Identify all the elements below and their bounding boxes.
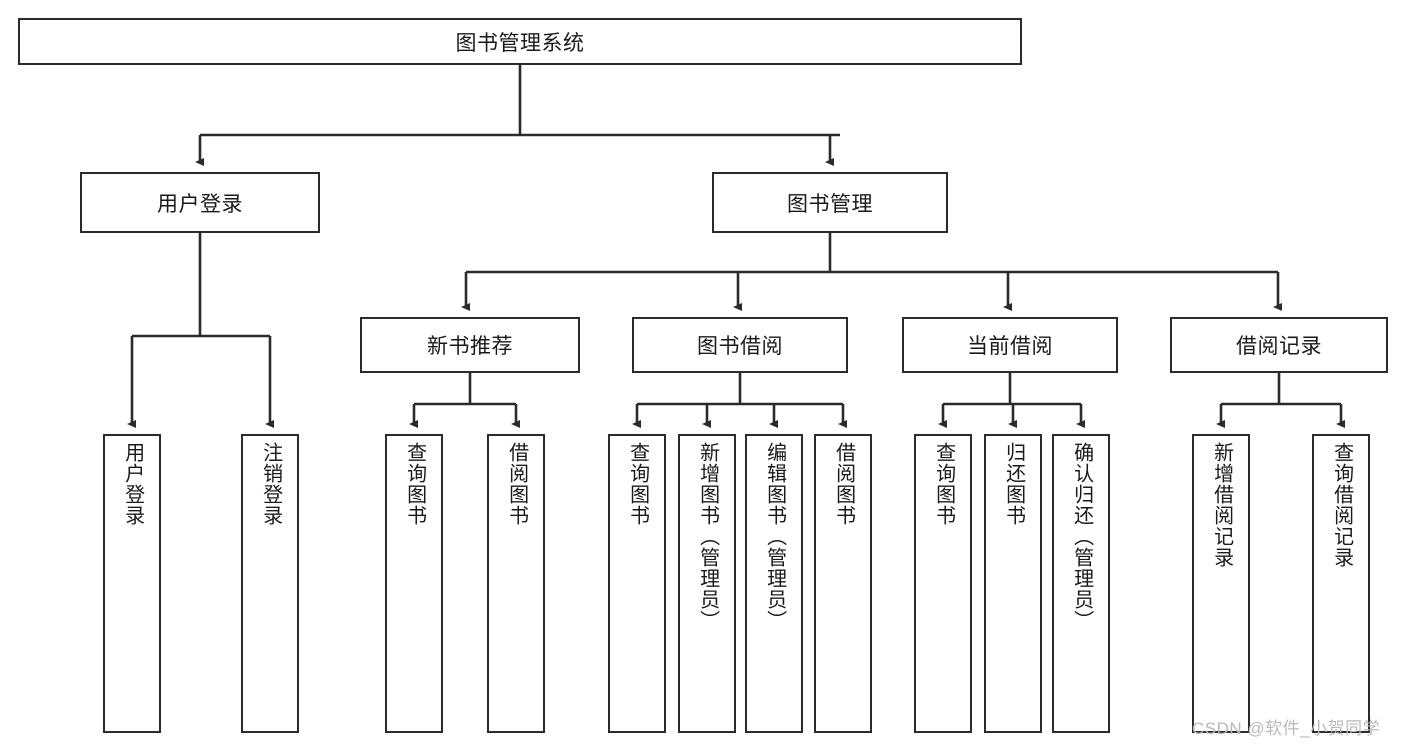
node-new-book-rec[interactable]: 新书推荐 <box>360 317 580 373</box>
node-book-manage[interactable]: 图书管理 <box>712 172 948 233</box>
node-leaf-add-record-label: 新增借阅记录 <box>1210 442 1233 568</box>
node-leaf-query-book-1-label: 查询图书 <box>403 442 426 526</box>
node-leaf-user-login[interactable]: 用户登录 <box>103 434 161 733</box>
node-book-manage-label: 图书管理 <box>787 192 873 216</box>
node-leaf-confirm-return[interactable]: 确认归还（管理员） <box>1052 434 1110 733</box>
node-leaf-borrow-book-1-label: 借阅图书 <box>505 442 528 526</box>
node-leaf-edit-book-label: 编辑图书（管理员） <box>763 442 786 631</box>
node-leaf-return-book[interactable]: 归还图书 <box>984 434 1042 733</box>
node-leaf-query-book-3-label: 查询图书 <box>932 442 955 526</box>
node-root-label: 图书管理系统 <box>455 31 585 55</box>
node-leaf-add-record[interactable]: 新增借阅记录 <box>1192 434 1250 733</box>
node-leaf-confirm-return-label: 确认归还（管理员） <box>1070 442 1093 631</box>
node-leaf-query-book-2-label: 查询图书 <box>626 442 649 526</box>
node-user-login[interactable]: 用户登录 <box>80 172 320 233</box>
node-user-login-label: 用户登录 <box>157 192 243 216</box>
node-leaf-query-book-1[interactable]: 查询图书 <box>385 434 443 733</box>
node-current-borrow-label: 当前借阅 <box>967 335 1053 358</box>
node-leaf-logout[interactable]: 注销登录 <box>241 434 299 733</box>
node-current-borrow[interactable]: 当前借阅 <box>902 317 1118 373</box>
node-root[interactable]: 图书管理系统 <box>18 18 1022 65</box>
node-book-borrow[interactable]: 图书借阅 <box>632 317 848 373</box>
node-new-book-rec-label: 新书推荐 <box>427 335 513 358</box>
node-leaf-borrow-book-1[interactable]: 借阅图书 <box>487 434 545 733</box>
node-leaf-logout-label: 注销登录 <box>259 442 282 526</box>
node-leaf-borrow-book-2-label: 借阅图书 <box>832 442 855 526</box>
node-leaf-query-record[interactable]: 查询借阅记录 <box>1312 434 1370 733</box>
node-leaf-add-book-label: 新增图书（管理员） <box>696 442 719 631</box>
node-borrow-record-label: 借阅记录 <box>1236 335 1322 358</box>
node-leaf-query-book-2[interactable]: 查询图书 <box>608 434 666 733</box>
node-leaf-user-login-label: 用户登录 <box>121 442 144 526</box>
node-leaf-borrow-book-2[interactable]: 借阅图书 <box>814 434 872 733</box>
node-leaf-query-book-3[interactable]: 查询图书 <box>914 434 972 733</box>
node-leaf-return-book-label: 归还图书 <box>1002 442 1025 526</box>
node-leaf-query-record-label: 查询借阅记录 <box>1330 442 1353 568</box>
node-leaf-add-book[interactable]: 新增图书（管理员） <box>678 434 736 733</box>
csdn-watermark: CSDN @软件_小贺同学 <box>1192 719 1381 738</box>
node-borrow-record[interactable]: 借阅记录 <box>1170 317 1388 373</box>
node-leaf-edit-book[interactable]: 编辑图书（管理员） <box>745 434 803 733</box>
node-book-borrow-label: 图书借阅 <box>697 335 783 358</box>
